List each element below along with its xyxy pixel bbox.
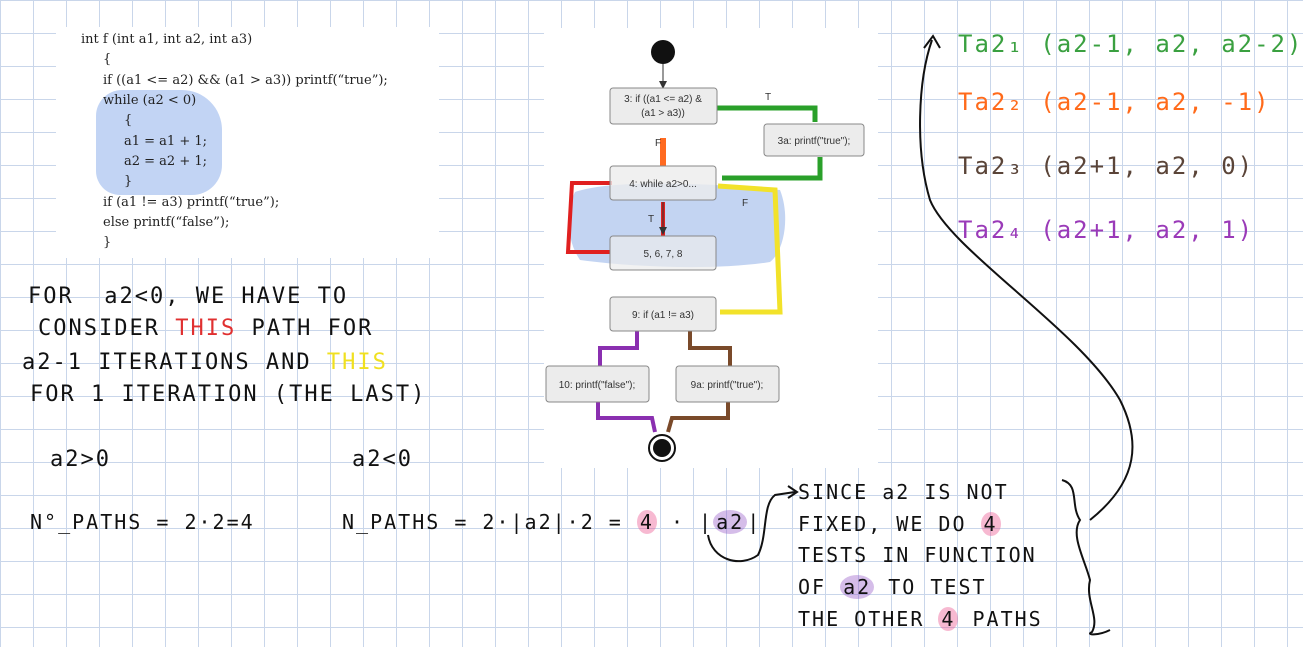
node-9a-label: 9a: printf("true");: [691, 380, 764, 391]
test-case-4: Ta2₄ (a2+1, a2, 1): [958, 216, 1255, 244]
node-10: [545, 365, 650, 403]
code-line: a2 = a2 + 1;: [124, 154, 208, 169]
test-case-2: Ta2₂ (a2-1, a2, -1): [958, 88, 1271, 116]
since-line-5-a: THE OTHER: [798, 607, 939, 631]
paths-negative-4: 4: [636, 510, 657, 534]
code-line: if (a1 != a3) printf(“true”);: [103, 195, 280, 210]
red-path: [565, 181, 612, 254]
code-line: }: [103, 235, 112, 250]
note-line-2-a: CONSIDER: [38, 316, 176, 341]
node-4: [609, 165, 717, 201]
code-line: int f (int a1, int a2, int a3): [81, 32, 253, 47]
node-10-label: 10: printf("false");: [559, 380, 636, 391]
since-line-3: TESTS IN FUNCTION: [798, 543, 1037, 567]
since-line-5-4: 4: [938, 607, 959, 631]
since-line-2-a: FIXED, WE DO: [798, 512, 981, 536]
case-positive: a2>0: [50, 447, 111, 472]
note-line-2: CONSIDER THIS PATH FOR: [38, 316, 373, 341]
note-line-3-a: a2-1 ITERATIONS AND: [22, 350, 327, 375]
code-line: while (a2 < 0): [103, 93, 197, 108]
note-line-2-b: PATH FOR: [236, 316, 374, 341]
since-line-5-b: PATHS: [958, 607, 1043, 631]
since-line-4-a: OF: [798, 575, 841, 599]
since-line-4-a2: a2: [840, 575, 875, 599]
note-this-red: THIS: [175, 316, 237, 341]
since-line-4: OF a2 TO TEST: [798, 575, 987, 599]
code-line: if ((a1 <= a2) && (a1 > a3)) printf(“tru…: [103, 73, 388, 88]
edge-label-f2: F: [742, 198, 748, 209]
code-panel: [56, 27, 439, 258]
hand-arrow-head-tests: [923, 34, 941, 49]
green-path-2: [722, 157, 823, 181]
paths-negative-a2: a2: [713, 510, 748, 534]
node-3-label-1: 3: if ((a1 <= a2) &: [624, 94, 702, 105]
paths-negative-b: · |: [656, 510, 714, 534]
purple-path-2: [596, 402, 657, 433]
yellow-path: [717, 183, 783, 315]
code-line: {: [103, 52, 112, 67]
node-3-label-2: (a1 > a3)): [641, 108, 685, 119]
since-line-2-4: 4: [980, 512, 1001, 536]
loop-highlight: [96, 90, 222, 195]
paths-negative: N_PATHS = 2·|a2|·2 = 4 · |a2|: [342, 510, 761, 534]
paths-negative-a: N_PATHS = 2·|a2|·2 =: [342, 510, 637, 534]
test-case-1: Ta2₁ (a2-1, a2, a2-2): [958, 30, 1303, 58]
code-line: a1 = a1 + 1;: [124, 134, 208, 149]
since-line-4-b: TO TEST: [874, 575, 987, 599]
node-4-label: 4: while a2>0...: [629, 179, 697, 190]
node-9: [609, 296, 717, 332]
node-9a: [675, 365, 780, 403]
green-path: [717, 105, 818, 122]
since-line-1: SINCE a2 IS NOT: [798, 480, 1009, 504]
node-3: [609, 87, 718, 125]
brown-path: [688, 331, 732, 366]
paths-negative-c: |: [747, 510, 762, 534]
node-3a-label: 3a: printf("true");: [778, 136, 851, 147]
purple-path: [598, 331, 639, 366]
note-line-3: a2-1 ITERATIONS AND THIS: [22, 350, 388, 375]
edge-label-t2: T: [648, 214, 654, 225]
node-3a: [763, 123, 865, 157]
note-this-yellow: THIS: [326, 350, 388, 375]
since-line-2: FIXED, WE DO 4: [798, 512, 1001, 536]
paths-positive: N°_PATHS = 2·2=4: [30, 510, 255, 534]
note-line-4: FOR 1 ITERATION (THE LAST): [30, 382, 427, 407]
code-line: {: [124, 113, 133, 128]
code-line: else printf(“false”);: [103, 215, 230, 230]
edge-label-f1: F: [655, 138, 661, 149]
note-line-1: FOR a2<0, WE HAVE TO: [28, 284, 349, 309]
hand-brace-since: [1061, 479, 1111, 636]
brown-path-2: [666, 402, 730, 433]
edge-label-t1: T: [765, 92, 771, 103]
since-line-5: THE OTHER 4 PATHS: [798, 607, 1043, 631]
case-negative: a2<0: [352, 447, 413, 472]
code-line: }: [124, 174, 133, 189]
node-9-label: 9: if (a1 != a3): [632, 310, 694, 321]
node-5678: [609, 235, 717, 271]
hand-arrow-head-since: [787, 485, 799, 499]
end-node-inner: [653, 439, 671, 457]
hand-arrow-to-tests: [919, 39, 1134, 521]
start-node: [651, 40, 675, 64]
test-case-3: Ta2₃ (a2+1, a2, 0): [958, 152, 1255, 180]
node-5678-label: 5, 6, 7, 8: [644, 249, 683, 260]
hand-arrow-to-since: [707, 491, 796, 563]
